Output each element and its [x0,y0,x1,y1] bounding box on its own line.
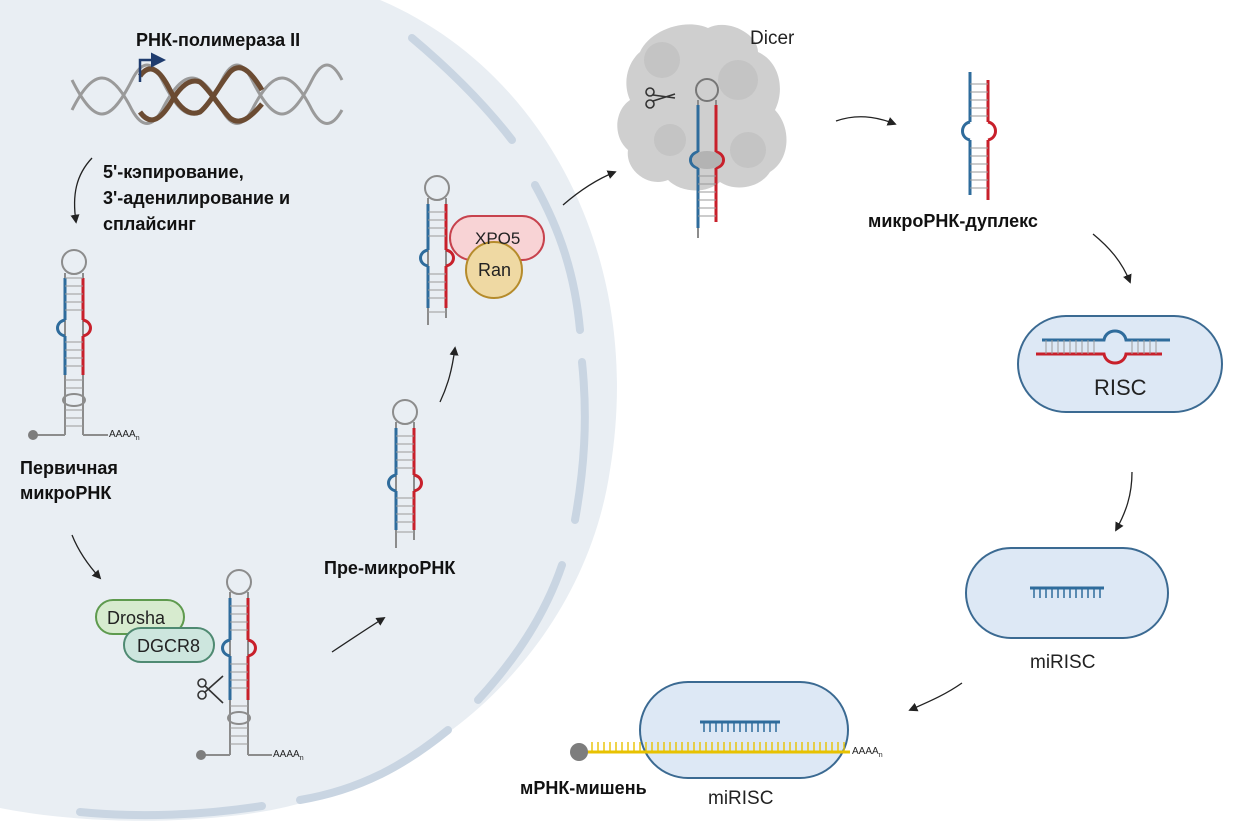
transcription-start-arrow-icon [138,52,166,82]
mirna-duplex [961,72,997,200]
xpo5-label: XPO5 [475,229,521,248]
target-binding-complex [570,681,850,779]
arrow-icon [1115,471,1133,532]
processing-label-line-2: 3'-аденилирование и [103,188,291,208]
poly-a-tail-drosha: AAAAn [273,749,304,762]
duplex-label: микроРНК-дуплекс [868,211,1038,231]
ran-label: Ran [478,260,512,280]
nuclear-envelope [76,34,589,820]
arrow-icon [71,534,102,580]
dicer-label: Dicer [750,28,795,49]
pre-mirna-hairpin [387,399,423,548]
pre-mirna-label: Пре-микроРНК [324,558,456,578]
arrow-icon [908,682,963,712]
primary-mirna-label-line-1: Первичная [20,458,118,478]
mirisc-complex [965,547,1169,639]
scissors-icon [197,675,224,704]
scissors-icon [645,87,676,109]
mirisc-bound-label: miRISC [708,788,774,809]
arrow-icon [70,157,93,224]
arrow-icon [835,116,897,126]
dgcr8-label: DGCR8 [137,636,201,656]
target-mrna-label: мРНК-мишень [520,778,647,798]
ran-protein [465,241,523,299]
cap-icon [570,743,588,761]
drosha-processing-hairpin [196,569,272,760]
risc-label: RISC [1094,375,1147,400]
arrow-icon [331,617,386,653]
arrow-icon [439,346,459,403]
exported-pre-mirna [419,175,455,325]
primary-mirna-hairpin [28,249,108,440]
polymerase-label: РНК-полимераза II [136,30,301,50]
risc-complex [1017,315,1223,413]
dicer-complex [617,24,787,238]
poly-a-tail-primary: AAAAn [109,429,140,442]
poly-a-tail-target: AAAAn [852,746,883,759]
arrows [70,116,1133,712]
processing-label-line-1: 5'-кэпирование, [103,162,244,182]
nucleus [0,0,617,821]
drosha-complex [95,599,215,663]
dgcr8-protein [123,627,215,663]
dna-helix [70,63,344,125]
mirisc-label: miRISC [1030,652,1096,673]
cap-icon [196,750,206,760]
arrow-icon [562,170,617,206]
drosha-label: Drosha [107,608,166,628]
cap-icon [28,430,38,440]
processing-label-line-3: сплайсинг [103,214,196,234]
primary-mirna-label-line-2: микроРНК [20,483,112,503]
arrow-icon [1092,233,1132,284]
